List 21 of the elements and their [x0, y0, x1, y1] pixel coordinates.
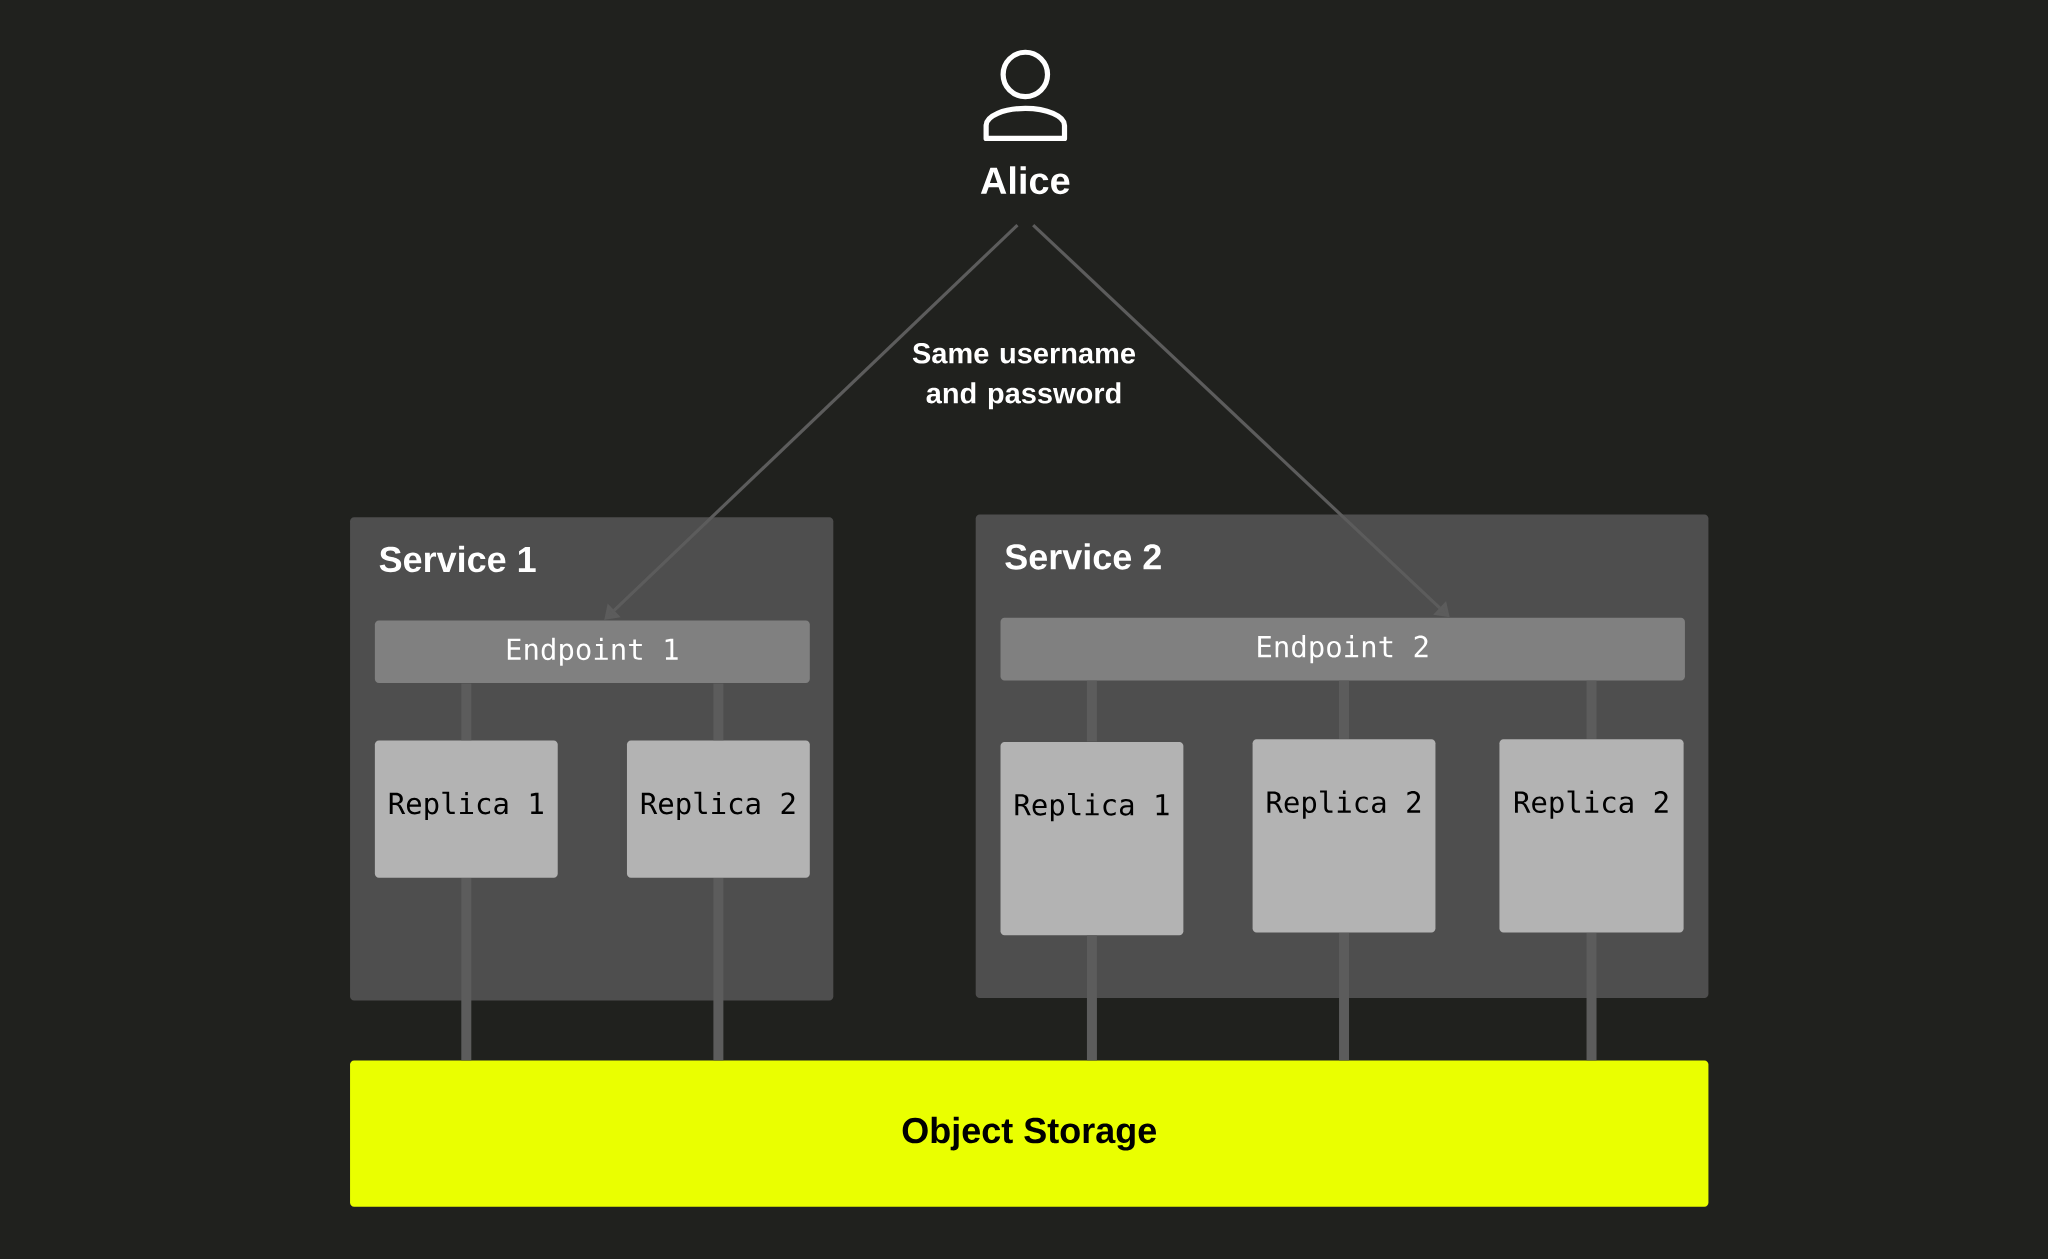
connector-line — [713, 683, 724, 741]
person-label: Alice — [980, 49, 1070, 195]
connector-line — [1586, 680, 1597, 739]
replica-box: Replica 2 — [626, 740, 810, 878]
replica-box: Replica 1 — [374, 740, 558, 878]
connector-line — [461, 878, 472, 1061]
storage-bar: Object Storage — [350, 1060, 1709, 1207]
connector-line — [461, 683, 472, 741]
arrow — [604, 223, 1019, 620]
connector-line — [1339, 933, 1349, 1061]
endpoint-bar: Endpoint 2 — [1000, 617, 1685, 681]
connector-line — [1339, 680, 1349, 739]
connector-line — [713, 878, 724, 1061]
connector-line — [1586, 933, 1597, 1061]
connector-line — [1086, 935, 1097, 1061]
endpoint-bar: Endpoint 1 — [374, 620, 810, 684]
replica-box: Replica 2 — [1252, 739, 1436, 933]
note-text: Same username and password — [912, 343, 1136, 410]
connector-line — [1086, 680, 1097, 742]
replica-box: Replica 2 — [1499, 739, 1684, 933]
replica-box: Replica 1 — [1000, 741, 1184, 936]
